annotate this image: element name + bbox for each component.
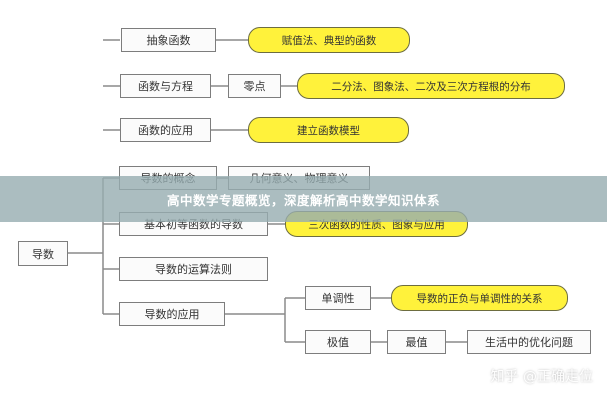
node-abstract-function: 抽象函数 xyxy=(121,28,216,52)
banner-title: 高中数学专题概览，深度解析高中数学知识体系 xyxy=(166,192,440,208)
node-optimization: 生活中的优化问题 xyxy=(467,330,591,354)
node-derivative-rules: 导数的运算法则 xyxy=(119,257,268,281)
node-derivative: 导数 xyxy=(18,241,68,266)
node-function-application: 函数的应用 xyxy=(120,118,211,142)
note-function-model: 建立函数模型 xyxy=(248,117,409,143)
note-root-distribution: 二分法、图象法、二次及三次方程根的分布 xyxy=(297,73,565,99)
node-zero-point: 零点 xyxy=(228,74,281,98)
note-assignment-method: 赋值法、典型的函数 xyxy=(248,27,410,53)
watermark: 知乎 @正确走位 xyxy=(490,369,593,385)
node-max-min: 最值 xyxy=(387,330,446,354)
node-monotonicity: 单调性 xyxy=(305,286,371,310)
title-banner: 高中数学专题概览，深度解析高中数学知识体系 xyxy=(0,176,607,222)
node-function-and-equation: 函数与方程 xyxy=(120,74,211,98)
node-extremum: 极值 xyxy=(305,330,371,354)
node-derivative-application: 导数的应用 xyxy=(119,302,225,326)
note-sign-and-monotonicity: 导数的正负与单调性的关系 xyxy=(391,285,568,311)
